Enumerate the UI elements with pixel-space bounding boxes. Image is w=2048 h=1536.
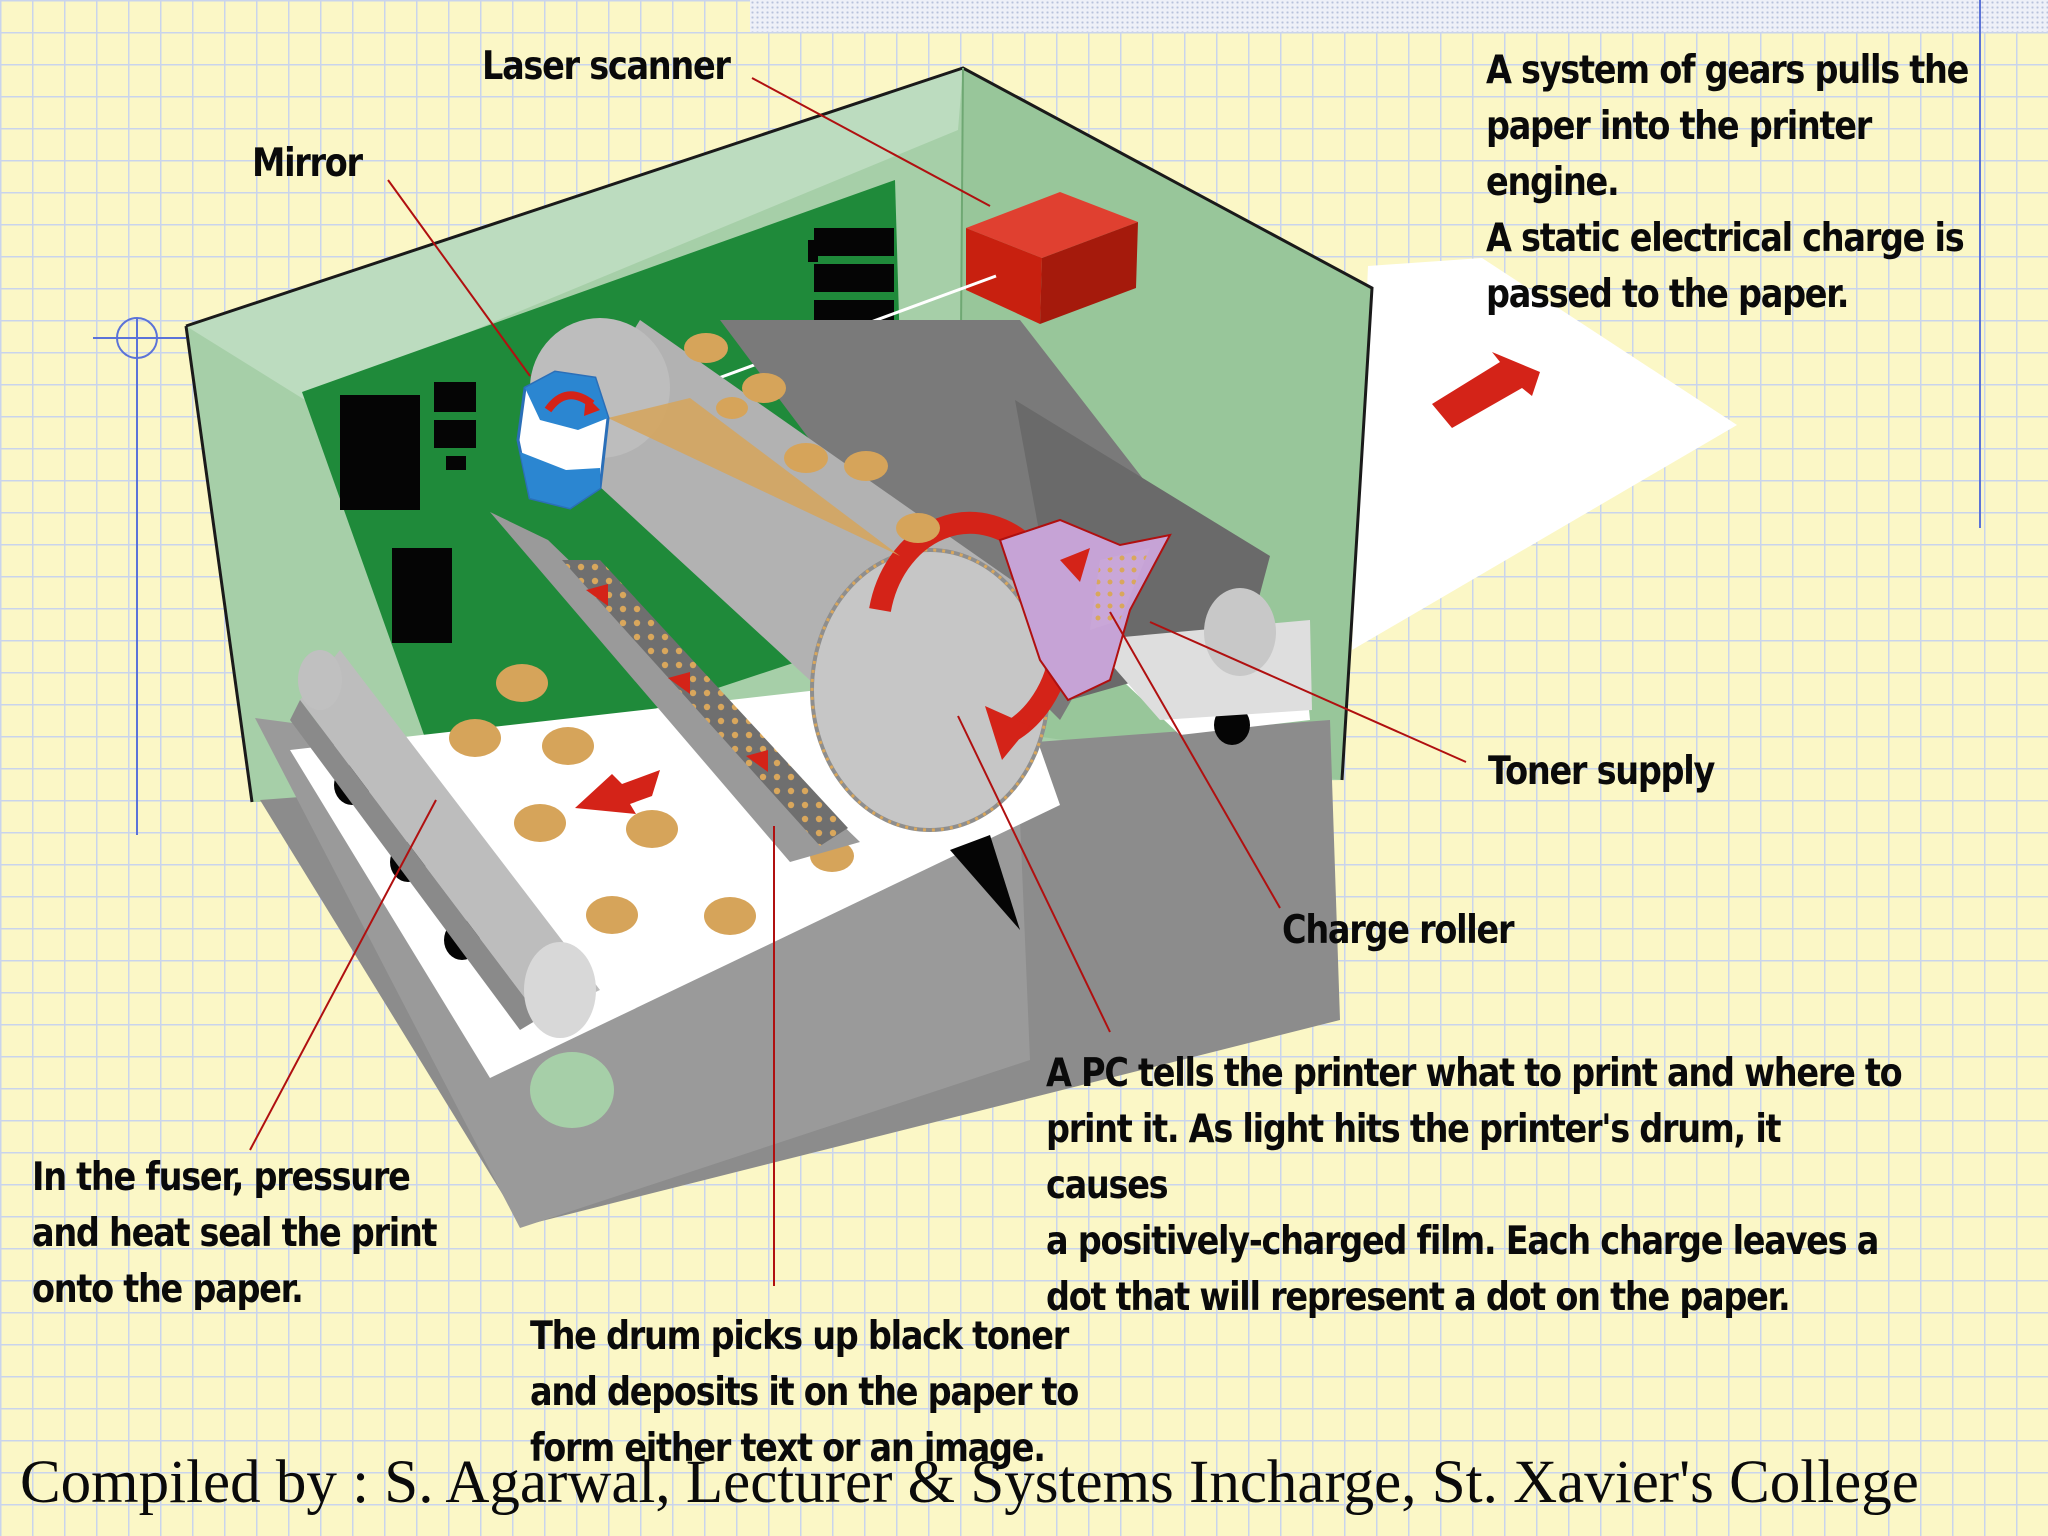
decorative-top-strip <box>750 0 2048 32</box>
guide-lines <box>93 0 1981 835</box>
leader-lines <box>249 77 1467 1286</box>
green-roller <box>530 1052 614 1128</box>
text-fuser: In the fuser, pressure and heat seal the… <box>32 1155 438 1312</box>
paper-exit-arrow <box>575 770 660 814</box>
laser-light-cone <box>608 398 900 556</box>
label-laser-scanner: Laser scanner <box>482 44 731 89</box>
mirror <box>516 370 610 510</box>
drum-toner-dots <box>684 333 940 543</box>
toner-applicator <box>490 512 860 862</box>
printed-toner-dots <box>449 664 854 935</box>
laser-scanner-unit <box>966 192 1138 324</box>
text-gears-paper-feed: A system of gears pulls the paper into t… <box>1486 48 1969 317</box>
label-mirror: Mirror <box>252 141 363 186</box>
paper-feed-arrow <box>1432 352 1540 428</box>
fuser-roller <box>290 650 600 1038</box>
footer-credit: Compiled by : S. Agarwal, Lecturer & Sys… <box>20 1449 1919 1516</box>
incoming-paper <box>1352 258 1737 650</box>
toner-supply-film <box>998 518 1172 702</box>
text-pc-drum-charge: A PC tells the printer what to print and… <box>1046 1051 1903 1320</box>
label-charge-roller: Charge roller <box>1282 908 1514 953</box>
text-drum-toner: The drum picks up black toner and deposi… <box>530 1314 1079 1471</box>
label-toner-supply: Toner supply <box>1488 749 1715 794</box>
